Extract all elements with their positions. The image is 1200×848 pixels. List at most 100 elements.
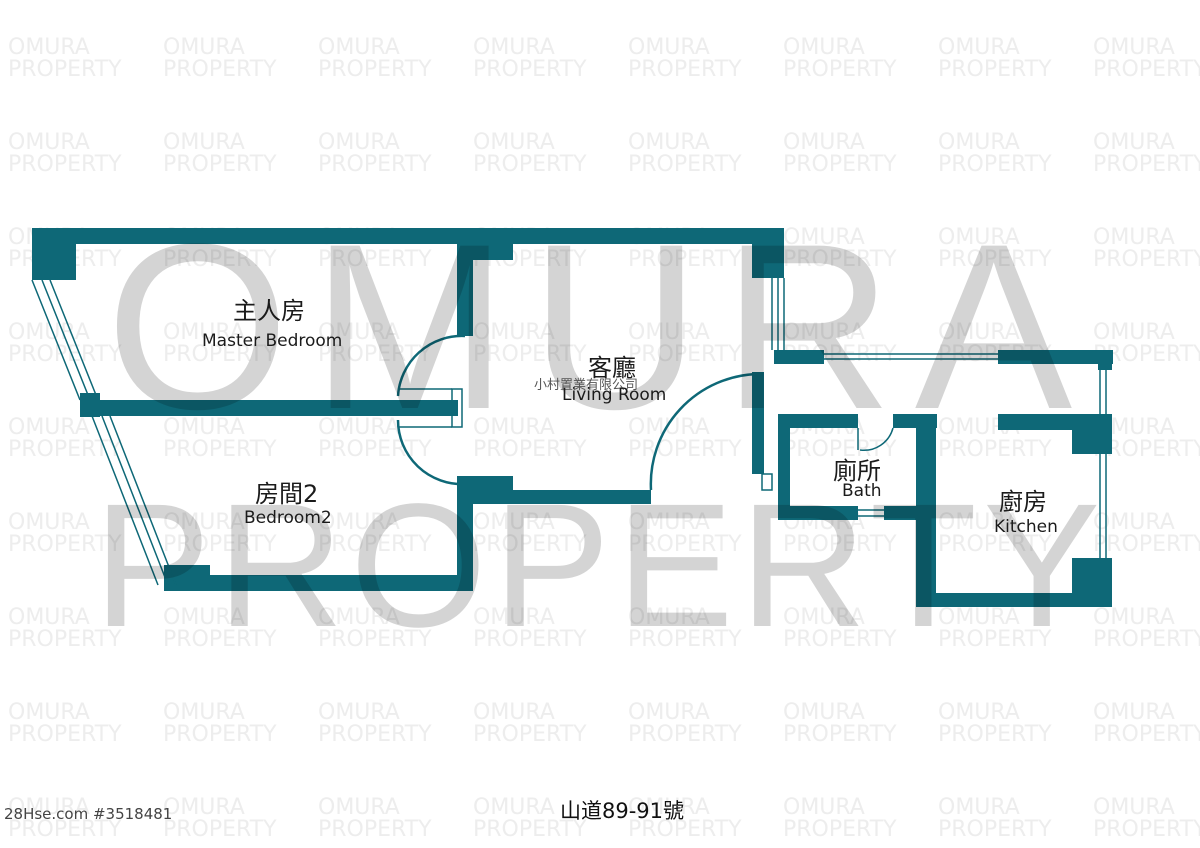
watermark-tile-text: OMURA xyxy=(783,35,865,60)
watermark-tile-text: PROPERTY xyxy=(473,437,587,462)
watermark-tile-text: PROPERTY xyxy=(783,152,897,177)
watermark-tile-text: PROPERTY xyxy=(163,722,277,747)
bedroom2-label-en: Bedroom2 xyxy=(244,508,332,528)
watermark-tile-text: OMURA xyxy=(473,700,555,725)
watermark-tile-text: OMURA xyxy=(628,415,710,440)
watermark-tile-text: OMURA xyxy=(1093,130,1175,155)
watermark-tile-text: OMURA xyxy=(163,35,245,60)
watermark-tile-text: PROPERTY xyxy=(8,722,122,747)
watermark-tile-text: OMURA xyxy=(783,605,865,630)
watermark-tile-text: PROPERTY xyxy=(473,152,587,177)
watermark-tile-text: OMURA xyxy=(938,700,1020,725)
watermark-tile-text: PROPERTY xyxy=(628,57,742,82)
watermark-tile-text: PROPERTY xyxy=(628,817,742,842)
living-room-label-en: Living Room xyxy=(562,385,667,405)
watermark-tile-text: OMURA xyxy=(938,605,1020,630)
watermark-tile-text: OMURA xyxy=(8,510,90,535)
watermark-tile-text: PROPERTY xyxy=(8,437,122,462)
watermark-tile-text: PROPERTY xyxy=(783,247,897,272)
company-watermark: 小村置業有限公司 xyxy=(534,378,639,393)
watermark-tile-text: OMURA xyxy=(473,415,555,440)
watermark-tile-text: PROPERTY xyxy=(628,627,742,652)
watermark-tile-text: OMURA xyxy=(163,415,245,440)
watermark-tile-text: PROPERTY xyxy=(783,57,897,82)
watermark-tile-text: OMURA xyxy=(318,605,400,630)
door-swings xyxy=(396,334,894,491)
watermark-tile-text: PROPERTY xyxy=(938,152,1052,177)
bedroom2-label-zh: 房間2 xyxy=(255,480,319,508)
watermark-tile-text: OMURA xyxy=(1093,35,1175,60)
watermark-tile-text: PROPERTY xyxy=(783,437,897,462)
watermark-tile-text: PROPERTY xyxy=(783,722,897,747)
watermark-tile-text: PROPERTY xyxy=(628,532,742,557)
watermark-tile-text: OMURA xyxy=(938,320,1020,345)
watermark-tile-text: OMURA xyxy=(8,795,90,820)
watermark-tile-text: OMURA xyxy=(473,320,555,345)
watermark-tile-text: OMURA xyxy=(1093,225,1175,250)
watermark-tile-text: PROPERTY xyxy=(628,342,742,367)
watermark-tile-text: OMURA xyxy=(783,795,865,820)
watermark-tile-text: PROPERTY xyxy=(318,57,432,82)
watermark-tile-text: OMURA xyxy=(1093,605,1175,630)
windows xyxy=(31,278,1107,586)
watermark-tile-text: OMURA xyxy=(783,130,865,155)
watermark-tile-text: OMURA xyxy=(938,510,1020,535)
master-bedroom-label-en: Master Bedroom xyxy=(202,331,343,351)
watermark-tile-text: PROPERTY xyxy=(163,437,277,462)
watermark-tile-text: PROPERTY xyxy=(318,247,432,272)
watermark-tile-text: OMURA xyxy=(473,605,555,630)
watermark-tile-text: OMURA xyxy=(318,415,400,440)
watermark-tile-text: PROPERTY xyxy=(1093,627,1200,652)
watermark-tile-text: PROPERTY xyxy=(783,532,897,557)
watermark-tile-text: OMURA xyxy=(473,130,555,155)
watermark-tile-text: PROPERTY xyxy=(1093,532,1200,557)
watermark-tile-text: OMURA xyxy=(938,225,1020,250)
watermark-tile-text: OMURA xyxy=(318,35,400,60)
watermark-tile-text: OMURA xyxy=(628,795,710,820)
watermark-tile-text: OMURA xyxy=(628,700,710,725)
watermark-tile-text: OMURA xyxy=(318,320,400,345)
kitchen-label-en: Kitchen xyxy=(994,517,1058,537)
watermark-tile-text: PROPERTY xyxy=(163,57,277,82)
watermark-tile-text: OMURA xyxy=(8,35,90,60)
watermark-tile-text: PROPERTY xyxy=(8,152,122,177)
watermark-tile-text: PROPERTY xyxy=(318,437,432,462)
watermark-tile-text: PROPERTY xyxy=(8,532,122,557)
watermark-tile-text: PROPERTY xyxy=(938,722,1052,747)
watermark-tile-text: OMURA xyxy=(628,510,710,535)
watermark-tile-text: OMURA xyxy=(1093,795,1175,820)
watermark-large-line2: PROPERTY xyxy=(94,468,1107,664)
watermark-tile-text: PROPERTY xyxy=(473,722,587,747)
watermark-tile-text: PROPERTY xyxy=(938,817,1052,842)
watermark-tile-text: PROPERTY xyxy=(318,532,432,557)
address-title: 山道89-91號 xyxy=(560,799,685,823)
watermark-tile-text: OMURA xyxy=(8,605,90,630)
watermark-tile-text: OMURA xyxy=(1093,320,1175,345)
watermark-tile-text: PROPERTY xyxy=(163,342,277,367)
watermark-tile-text: PROPERTY xyxy=(783,817,897,842)
watermark-tile-text: PROPERTY xyxy=(473,817,587,842)
watermark-tile-text: PROPERTY xyxy=(473,532,587,557)
watermark-tile-text: PROPERTY xyxy=(163,247,277,272)
walls xyxy=(32,228,1113,607)
watermark-tile-text: OMURA xyxy=(628,605,710,630)
watermark-tile-text: PROPERTY xyxy=(1093,247,1200,272)
watermark-tile-text: OMURA xyxy=(163,605,245,630)
watermark-tile-text: PROPERTY xyxy=(938,627,1052,652)
watermark-tile-text: OMURA xyxy=(8,415,90,440)
watermark-tile-text: PROPERTY xyxy=(473,342,587,367)
watermark-tile-text: PROPERTY xyxy=(8,57,122,82)
watermark-tile-text: PROPERTY xyxy=(163,627,277,652)
watermark-tile-text: PROPERTY xyxy=(8,627,122,652)
watermark-tile-text: OMURA xyxy=(8,130,90,155)
watermark-tile-text: OMURA xyxy=(163,700,245,725)
watermark-tile-text: PROPERTY xyxy=(783,627,897,652)
watermark-tile-text: PROPERTY xyxy=(163,532,277,557)
watermark-tile-text: PROPERTY xyxy=(318,342,432,367)
watermark-tile-text: PROPERTY xyxy=(473,627,587,652)
watermark-tile-text: OMURA xyxy=(628,320,710,345)
watermark-tile-text: PROPERTY xyxy=(473,57,587,82)
watermark-tile-text: PROPERTY xyxy=(1093,817,1200,842)
source-id: 28Hse.com #3518481 xyxy=(4,805,173,823)
